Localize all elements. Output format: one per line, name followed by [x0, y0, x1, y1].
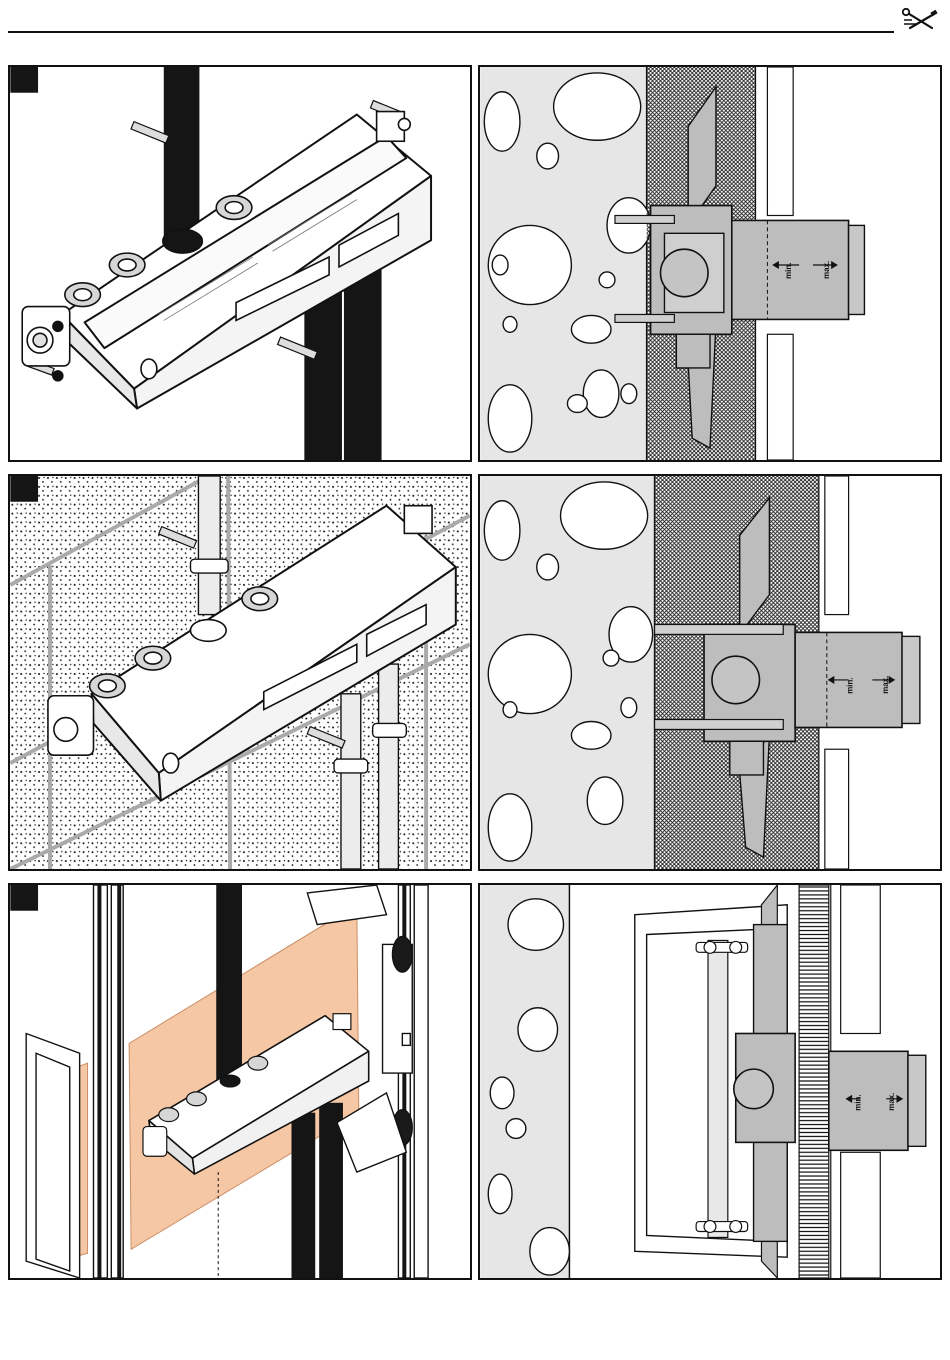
- step-marker: [10, 476, 38, 502]
- cross-section-illustration: min. max.: [480, 67, 940, 460]
- min-label: min.: [853, 1094, 862, 1110]
- step-marker: [10, 67, 38, 93]
- wrench-screwdriver-icon: [902, 6, 940, 34]
- panel-4-cross-section: min. max.: [478, 474, 942, 871]
- cross-section-drywall-illustration: min. max.: [480, 885, 940, 1278]
- panel-6-cross-section-drywall: min. max.: [478, 883, 942, 1280]
- max-label: max.: [881, 676, 890, 694]
- cross-section-illustration: min. max.: [480, 476, 940, 869]
- max-label: max.: [822, 261, 831, 279]
- isometric-rough-in-illustration: [10, 67, 470, 460]
- isometric-drywall-frame-illustration: [10, 885, 470, 1278]
- min-label: min.: [846, 678, 855, 694]
- panel-5-isometric-drywall: [8, 883, 472, 1280]
- panel-1-isometric-install: [8, 65, 472, 462]
- panel-3-isometric-tiled: [8, 474, 472, 871]
- min-label: min.: [784, 263, 793, 279]
- max-label: max.: [887, 1093, 896, 1111]
- isometric-tiled-wall-illustration: [10, 476, 470, 869]
- header-rule: [8, 31, 894, 33]
- panel-2-cross-section: min. max.: [478, 65, 942, 462]
- step-marker: [10, 885, 38, 911]
